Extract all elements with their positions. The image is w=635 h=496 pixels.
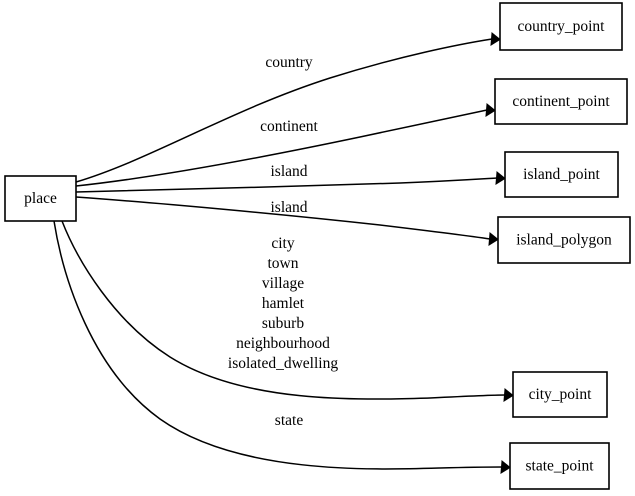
arrowhead-island-point (495, 171, 506, 185)
node-place[interactable]: place (4, 175, 77, 222)
node-label-state-point: state_point (525, 458, 594, 475)
edge-place-to-state_point[interactable] (53, 220, 511, 474)
node-box-country-point (499, 2, 623, 51)
node-label-island-point: island_point (523, 166, 600, 183)
edge-place-to-city_point[interactable] (61, 220, 514, 402)
edge-path-city (61, 220, 506, 400)
node-country-point[interactable]: country_point (499, 2, 623, 51)
edge-label-city-line-7: isolated_dwelling (228, 355, 338, 372)
arrowhead-island-polygon (488, 232, 499, 246)
nodes-layer: place country_point continent_point isla… (4, 2, 631, 490)
arrowhead-state (500, 460, 511, 474)
edge-path-island-point (75, 177, 498, 193)
edge-label-island-point: island (270, 163, 307, 180)
node-label-country-point: country_point (518, 18, 606, 35)
edges-layer (53, 32, 514, 474)
edge-label-city-multiline: city town village hamlet suburb neighbou… (228, 235, 338, 372)
edge-place-to-country_point[interactable] (75, 32, 501, 183)
node-state-point[interactable]: state_point (509, 442, 610, 490)
edge-label-continent: continent (260, 118, 318, 135)
node-box-island-polygon (497, 216, 631, 264)
edge-label-city-line-4: hamlet (262, 295, 305, 312)
edge-label-island-polygon: island (270, 199, 307, 216)
node-box-state-point (509, 442, 610, 490)
edge-label-state: state (275, 412, 304, 429)
node-island-point[interactable]: island_point (504, 151, 619, 198)
arrowhead-country (490, 32, 501, 46)
edge-place-to-continent_point[interactable] (75, 103, 496, 187)
node-box-place (4, 175, 77, 222)
node-box-city-point (512, 371, 608, 418)
edge-label-city-line-6: neighbourhood (236, 335, 330, 352)
edge-label-city-line-1: city (271, 235, 294, 252)
node-box-continent-point (494, 78, 628, 125)
edge-place-to-island_point[interactable] (75, 171, 506, 193)
edge-path-state (53, 220, 503, 470)
edge-label-city-line-3: village (262, 275, 304, 292)
node-island-polygon[interactable]: island_polygon (497, 216, 631, 264)
node-label-island-polygon: island_polygon (516, 232, 612, 249)
node-continent-point[interactable]: continent_point (494, 78, 628, 125)
edge-label-country: country (265, 54, 313, 71)
node-label-place: place (24, 190, 57, 207)
edge-path-continent (75, 109, 488, 187)
arrowhead-city (503, 388, 514, 402)
edge-path-island-polygon (75, 196, 491, 240)
edge-place-to-island_polygon[interactable] (75, 196, 499, 246)
arrowhead-continent (485, 103, 496, 117)
edge-label-city-line-5: suburb (262, 315, 304, 332)
edge-label-city-line-2: town (268, 255, 299, 272)
node-city-point[interactable]: city_point (512, 371, 608, 418)
node-label-city-point: city_point (529, 386, 593, 403)
node-box-island-point (504, 151, 619, 198)
edge-labels-layer: country continent island island city tow… (228, 54, 338, 429)
edge-path-country (75, 38, 493, 183)
node-label-continent-point: continent_point (512, 93, 610, 110)
